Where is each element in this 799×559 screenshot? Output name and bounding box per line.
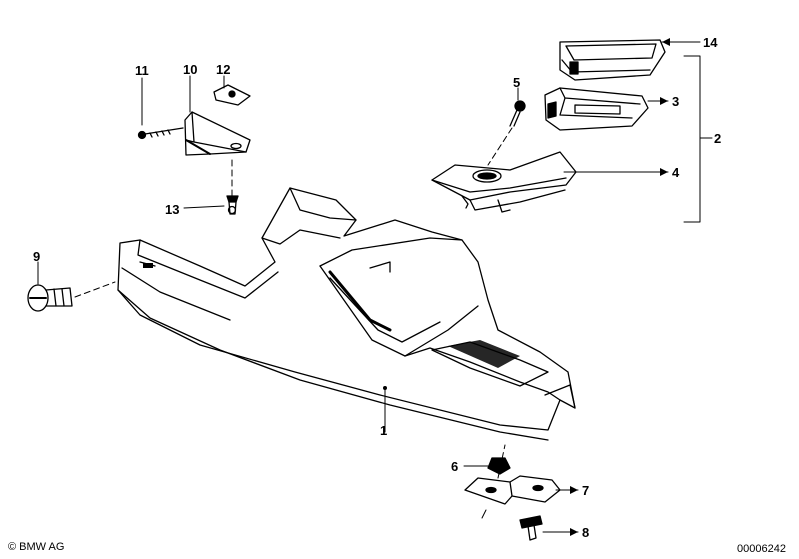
label-part-6: 6	[451, 459, 459, 474]
diagram-number: 00006242	[737, 543, 786, 555]
copyright-text: © BMW AG	[8, 541, 65, 553]
label-part-5: 5	[513, 75, 521, 90]
screw-part-13	[226, 195, 239, 215]
label-part-12: 12	[216, 62, 231, 77]
label-part-9: 9	[33, 249, 41, 264]
screw-part-5	[509, 100, 526, 127]
label-part-4: 4	[672, 165, 680, 180]
ashtray-tray-part	[559, 39, 666, 81]
mounting-bracket-part	[464, 475, 561, 505]
label-part-7: 7	[582, 483, 590, 498]
label-part-3: 3	[672, 94, 680, 109]
label-part-11: 11	[135, 63, 149, 78]
ashtray-housing-part	[431, 151, 577, 213]
nut-part-6	[487, 457, 511, 475]
center-console-part	[117, 187, 576, 441]
bracket-part	[184, 111, 251, 156]
speed-nut-part	[213, 84, 251, 106]
screw-part-11	[137, 127, 184, 140]
label-part-1: 1	[380, 423, 388, 438]
label-part-13: 13	[165, 202, 180, 217]
label-part-8: 8	[582, 525, 590, 540]
label-part-10: 10	[183, 62, 198, 77]
screw-part-8	[519, 515, 543, 541]
label-part-2: 2	[714, 131, 722, 146]
ashtray-insert-part	[544, 87, 649, 131]
label-part-14: 14	[703, 35, 718, 50]
expanding-clip-part	[27, 284, 73, 312]
